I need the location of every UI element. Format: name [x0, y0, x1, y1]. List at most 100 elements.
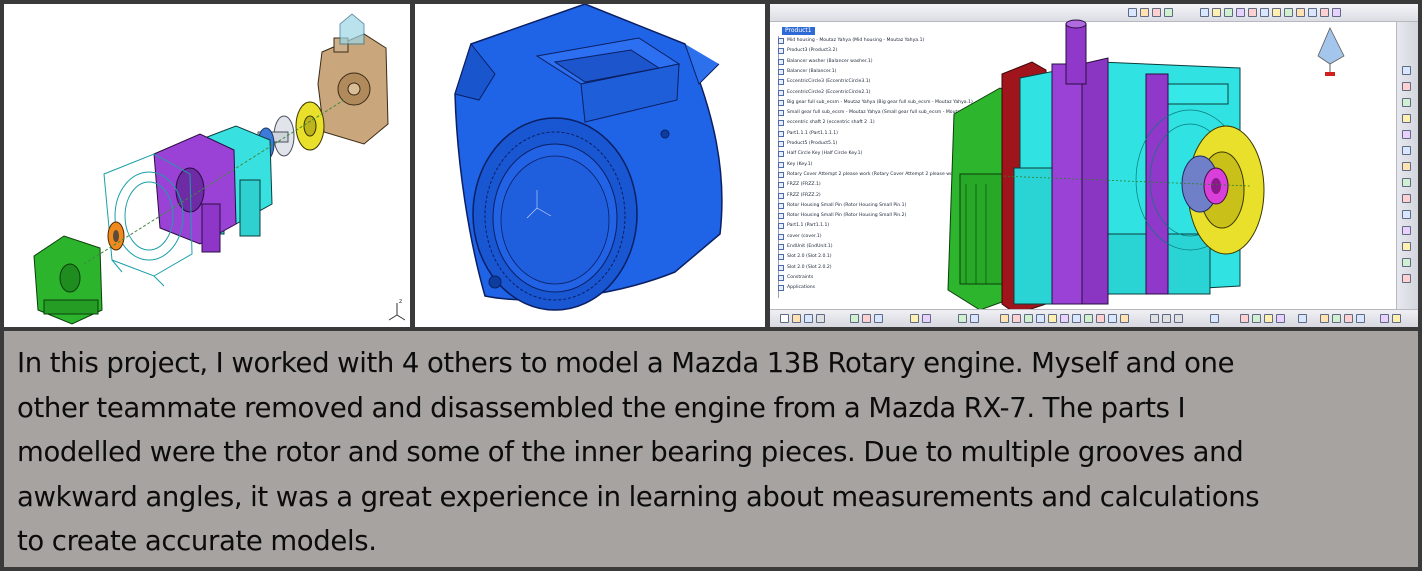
toolbar-icon[interactable] — [1252, 314, 1261, 323]
toolbar-icon[interactable] — [1164, 8, 1173, 17]
toolbar-icon[interactable] — [1392, 314, 1401, 323]
tree-item[interactable]: EccentricCircle3 (EccentricCircle3.1) — [778, 77, 870, 87]
toolbar-icon[interactable] — [1402, 226, 1411, 235]
catia-right-toolbar — [1396, 22, 1418, 309]
toolbar-icon[interactable] — [1276, 314, 1285, 323]
zoom-icon[interactable] — [1036, 314, 1045, 323]
toolbar-icon[interactable] — [1096, 314, 1105, 323]
tree-item-label: Rotor Housing Small Pin (Rotor Housing S… — [787, 202, 907, 208]
toolbar-icon[interactable] — [1296, 8, 1305, 17]
toolbar-icon[interactable] — [1210, 314, 1219, 323]
toolbar-icon[interactable] — [1272, 8, 1281, 17]
toolbar-icon[interactable] — [1200, 8, 1209, 17]
toolbar-icon[interactable] — [1000, 314, 1009, 323]
toolbar-icon[interactable] — [1048, 314, 1057, 323]
tree-item[interactable]: Applications — [778, 283, 815, 293]
tree-item[interactable]: Rotor Housing Small Pin (Rotor Housing S… — [778, 211, 906, 221]
toolbar-icon[interactable] — [1128, 8, 1137, 17]
toolbar-icon[interactable] — [1320, 8, 1329, 17]
tree-item[interactable]: Rotary Cover Attempt 2 please work (Rota… — [778, 170, 964, 180]
toolbar-icon[interactable] — [1402, 194, 1411, 203]
tree-item[interactable]: cover (cover.1) — [778, 232, 822, 242]
toolbar-icon[interactable] — [1402, 210, 1411, 219]
toolbar-icon[interactable] — [1024, 314, 1033, 323]
toolbar-icon[interactable] — [1150, 314, 1159, 323]
open-folder-icon[interactable] — [792, 314, 801, 323]
tree-item[interactable]: Part1.1.1 (Part1.1.1.1) — [778, 129, 838, 139]
tree-item[interactable]: Part1.1 (Part1.1.1) — [778, 221, 829, 231]
toolbar-icon[interactable] — [1060, 314, 1069, 323]
toolbar-icon[interactable] — [1402, 146, 1411, 155]
part-icon — [778, 223, 784, 230]
tree-item[interactable]: EndUnit (EndUnit.1) — [778, 242, 833, 252]
new-file-icon[interactable] — [780, 314, 789, 323]
toolbar-icon[interactable] — [1248, 8, 1257, 17]
toolbar-icon[interactable] — [1084, 314, 1093, 323]
tree-item[interactable]: Product3 (Product3.2) — [778, 46, 837, 56]
toolbar-icon[interactable] — [1264, 314, 1273, 323]
tree-item[interactable]: Constraints — [778, 273, 813, 283]
toolbar-icon[interactable] — [1298, 314, 1307, 323]
tree-item[interactable]: Rotor Housing Small Pin (Rotor Housing S… — [778, 201, 906, 211]
toolbar-icon[interactable] — [1402, 130, 1411, 139]
toolbar-icon[interactable] — [1402, 162, 1411, 171]
toolbar-icon[interactable] — [850, 314, 859, 323]
toolbar-icon[interactable] — [1012, 314, 1021, 323]
tree-item-label: Constraints — [787, 274, 814, 280]
tree-item[interactable]: EccentricCircle2 (EccentricCircle2.1) — [778, 88, 870, 98]
toolbar-icon[interactable] — [1174, 314, 1183, 323]
toolbar-icon[interactable] — [1108, 314, 1117, 323]
toolbar-icon[interactable] — [1072, 314, 1081, 323]
part-icon — [778, 38, 784, 44]
toolbar-icon[interactable] — [1224, 8, 1233, 17]
tree-item[interactable]: Balancer washer (Balancer washer.1) — [778, 57, 873, 67]
toolbar-icon[interactable] — [1320, 314, 1329, 323]
tree-item[interactable]: eccentric shaft 2 (eccentric shaft 2 .1) — [778, 118, 875, 128]
tree-item-label: Part1.1.1 (Part1.1.1.1) — [787, 130, 838, 136]
toolbar-icon[interactable] — [970, 314, 979, 323]
toolbar-icon[interactable] — [874, 314, 883, 323]
toolbar-icon[interactable] — [1402, 82, 1411, 91]
tree-item[interactable]: Slot 2.0 (Slot 2.0.1) — [778, 252, 832, 262]
tree-item[interactable]: Slot 2.0 (Slot 2.0.2) — [778, 263, 832, 273]
toolbar-icon[interactable] — [1236, 8, 1245, 17]
toolbar-icon[interactable] — [1402, 178, 1411, 187]
toolbar-icon[interactable] — [1380, 314, 1389, 323]
tree-item[interactable]: Half Circle Key (Half Circle Key.1) — [778, 149, 862, 159]
toolbar-icon[interactable] — [1332, 314, 1341, 323]
toolbar-icon[interactable] — [862, 314, 871, 323]
toolbar-icon[interactable] — [1402, 242, 1411, 251]
tree-item[interactable]: Mid housing - Moutaz Yahya (Mid housing … — [778, 36, 924, 46]
save-icon[interactable] — [804, 314, 813, 323]
part-icon — [778, 89, 784, 96]
toolbar-icon[interactable] — [1152, 8, 1161, 17]
tree-item[interactable]: Balancer (Balancer.1) — [778, 67, 836, 77]
toolbar-icon[interactable] — [1212, 8, 1221, 17]
toolbar-icon[interactable] — [1402, 98, 1411, 107]
toolbar-icon[interactable] — [1284, 8, 1293, 17]
toolbar-icon[interactable] — [1162, 314, 1171, 323]
toolbar-icon[interactable] — [1356, 314, 1365, 323]
tree-item[interactable]: Product5 (Product5.1) — [778, 139, 837, 149]
toolbar-icon[interactable] — [958, 314, 967, 323]
toolbar-icon[interactable] — [922, 314, 931, 323]
toolbar-icon[interactable] — [910, 314, 919, 323]
toolbar-icon[interactable] — [1402, 66, 1411, 75]
toolbar-icon[interactable] — [1402, 258, 1411, 267]
tree-item[interactable]: FRZZ (FRZZ.2) — [778, 191, 821, 201]
tree-item[interactable]: Big gear full sub_ecsm - Moutaz Yahya (B… — [778, 98, 973, 108]
toolbar-icon[interactable] — [1402, 274, 1411, 283]
toolbar-icon[interactable] — [1308, 8, 1317, 17]
tree-item[interactable]: Key (Key.1) — [778, 160, 812, 170]
tree-item[interactable]: FRZZ (FRZZ.1) — [778, 180, 821, 190]
tree-root[interactable]: Product1 — [782, 27, 815, 35]
toolbar-icon[interactable] — [1402, 114, 1411, 123]
toolbar-icon[interactable] — [1120, 314, 1129, 323]
toolbar-icon[interactable] — [1240, 314, 1249, 323]
toolbar-icon[interactable] — [1344, 314, 1353, 323]
toolbar-icon[interactable] — [1140, 8, 1149, 17]
toolbar-icon[interactable] — [1332, 8, 1341, 17]
tree-item[interactable]: Small gear full sub_ecsm - Moutaz Yahya … — [778, 108, 984, 118]
print-icon[interactable] — [816, 314, 825, 323]
toolbar-icon[interactable] — [1260, 8, 1269, 17]
